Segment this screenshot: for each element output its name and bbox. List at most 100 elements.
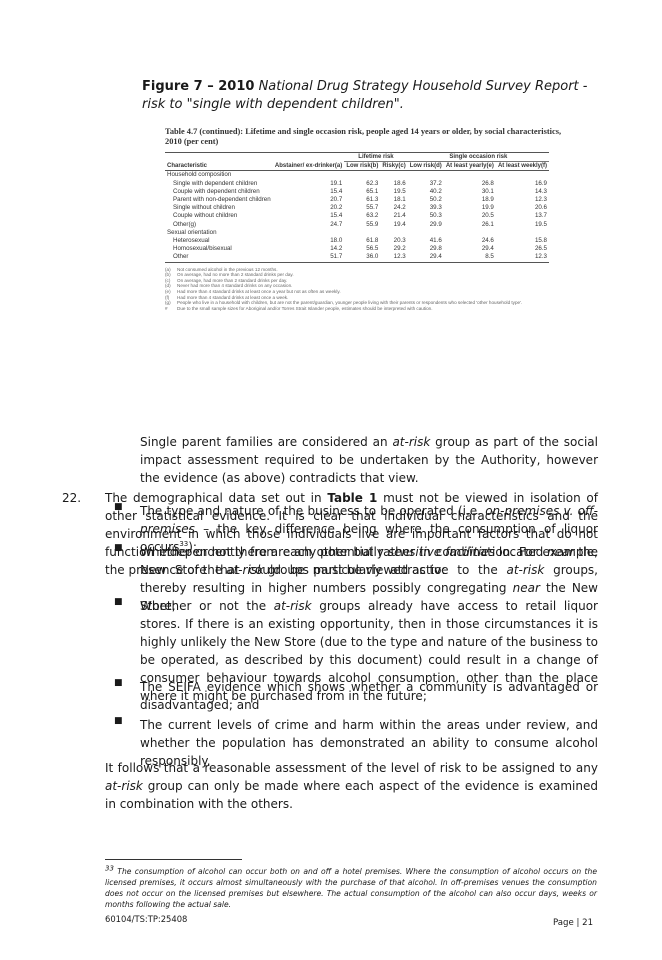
table-cell: 40.2 <box>429 187 442 195</box>
closing-paragraph: It follows that a reasonable assessment … <box>105 761 598 811</box>
row-label: Other(g) <box>173 220 197 228</box>
column-header: Low risk(b) <box>344 161 381 172</box>
table-cell: 19.5 <box>393 187 406 195</box>
table-cell: 18.0 <box>330 237 343 245</box>
paragraph-single-parent: Single parent families are considered an… <box>140 435 598 485</box>
table-cell: 20.5 <box>481 212 494 220</box>
table-note: (e)Had more than 4 standard drinks at le… <box>165 289 565 295</box>
note-text: Had more than 4 standard drinks at least… <box>177 289 341 295</box>
table-cell: 26.8 <box>481 179 494 187</box>
row-label: Homosexual/bisexual <box>173 245 232 253</box>
table-cell: 24.7 <box>330 220 343 228</box>
bullet-icon: ■ <box>114 502 123 512</box>
table-cell: 18.1 <box>393 196 406 204</box>
table-cell: 26.1 <box>481 220 494 228</box>
table-cell: 18.6 <box>393 179 406 187</box>
note-text: Never had more than 4 standard drinks on… <box>177 283 293 289</box>
table-cell: 14.2 <box>330 245 343 253</box>
table-cell: 56.5 <box>366 245 379 253</box>
table-note: (c)On average, had more than 2 standard … <box>165 278 565 284</box>
row-label: Couple with dependent children <box>173 187 260 195</box>
column-header: Abstainer/ ex-drinker(a) <box>272 161 345 172</box>
single-occasion-header: Single occasion risk <box>407 152 549 163</box>
table-row: Parent with non-dependent children 20.7 61… <box>165 196 549 204</box>
note-key: (f) <box>165 294 170 300</box>
table-cell: 41.6 <box>429 237 442 245</box>
table-cell: 13.7 <box>534 212 547 220</box>
table-note: #Due to the small sample sizes for Abori… <box>165 306 565 312</box>
table-note: (d)Never had more than 4 standard drinks… <box>165 283 565 289</box>
table-note: (a)Not consumed alcohol in the previous … <box>165 267 565 273</box>
row-label: Other <box>165 253 273 263</box>
table-cell: 20.7 <box>330 196 343 204</box>
note-text: Had more than 4 standard drinks at least… <box>177 294 289 300</box>
table-cell: 24.6 <box>481 237 494 245</box>
paragraph-number: 22. <box>62 491 82 505</box>
table-cell: 19.1 <box>330 179 343 187</box>
table-cell: 12.3 <box>380 253 408 263</box>
table-cell: 19.4 <box>393 220 406 228</box>
bullet-icon: ■ <box>114 716 123 726</box>
table-cell: 15.4 <box>330 212 343 220</box>
table-cell: 26.5 <box>534 245 547 253</box>
note-text: On average, had no more than 2 standard … <box>177 272 294 278</box>
note-key: (a) <box>165 266 171 272</box>
table-cell: 29.4 <box>407 253 444 263</box>
table-title: Table 4.7 (continued): Lifetime and sing… <box>165 127 562 146</box>
bullet-item: Whether or not there are any potentially… <box>140 545 599 613</box>
table-cell: 19.9 <box>481 204 494 212</box>
table-note: (f) Had more than 4 standard drinks at le… <box>165 295 565 301</box>
column-header: At least yearly(e) <box>443 161 496 172</box>
table-cell: 12.3 <box>495 253 549 263</box>
table-cell: 39.3 <box>429 204 442 212</box>
table-note: (g)People who live in a household with c… <box>165 300 565 306</box>
column-header: Low risk(d) <box>407 161 444 172</box>
table-cell: 24.2 <box>393 204 406 212</box>
table-cell: 62.3 <box>366 179 379 187</box>
bullet-icon: ■ <box>114 543 123 553</box>
section-row: Household composition <box>165 171 549 180</box>
row-label: Couple without children <box>173 212 238 220</box>
table-cell: 8.5 <box>443 253 496 263</box>
table-cell: 36.0 <box>344 253 381 263</box>
table-row: Couple with dependent children 15.4 65.1 19… <box>165 188 549 196</box>
section-label: Sexual orientation <box>167 228 217 236</box>
bullet-icon: ■ <box>114 678 123 688</box>
note-key: # <box>165 305 168 311</box>
table-notes: (a)Not consumed alcohol in the previous … <box>165 267 565 312</box>
table-cell: 29.9 <box>429 220 442 228</box>
table-cell: 50.2 <box>429 196 442 204</box>
column-header: At least weekly(f) <box>495 161 549 172</box>
table-note: (b)On average, had no more than 2 standa… <box>165 272 565 278</box>
table-cell: 16.9 <box>534 179 547 187</box>
table-cell: 18.9 <box>481 196 494 204</box>
figure-title: National Drug Strategy Household Survey … <box>142 79 588 112</box>
column-header: Characteristic <box>165 161 273 172</box>
table-cell: 50.3 <box>429 212 442 220</box>
figure-number: Figure 7 – 2010 <box>142 79 255 94</box>
table-cell: 65.1 <box>366 187 379 195</box>
document-reference: 60104/TS:TP:25408 <box>105 914 188 924</box>
table-cell: 15.4 <box>330 187 343 195</box>
table-cell: 30.1 <box>481 187 494 195</box>
figure-caption: Figure 7 – 2010 National Drug Strategy H… <box>142 78 612 114</box>
note-text: People who live in a household with chil… <box>177 300 523 306</box>
row-label: Parent with non-dependent children <box>173 196 271 204</box>
column-header: Risky(c) <box>380 161 408 172</box>
section-row: Sexual orientation <box>165 229 549 237</box>
table-cell: 61.3 <box>366 196 379 204</box>
table-cell: 29.2 <box>393 245 406 253</box>
table-cell: 20.6 <box>534 204 547 212</box>
bullet-icon: ■ <box>114 597 123 607</box>
table-cell: 29.8 <box>429 245 442 253</box>
note-key: (c) <box>165 277 171 283</box>
footnote-divider <box>105 859 242 860</box>
table-cell: 19.5 <box>534 220 547 228</box>
